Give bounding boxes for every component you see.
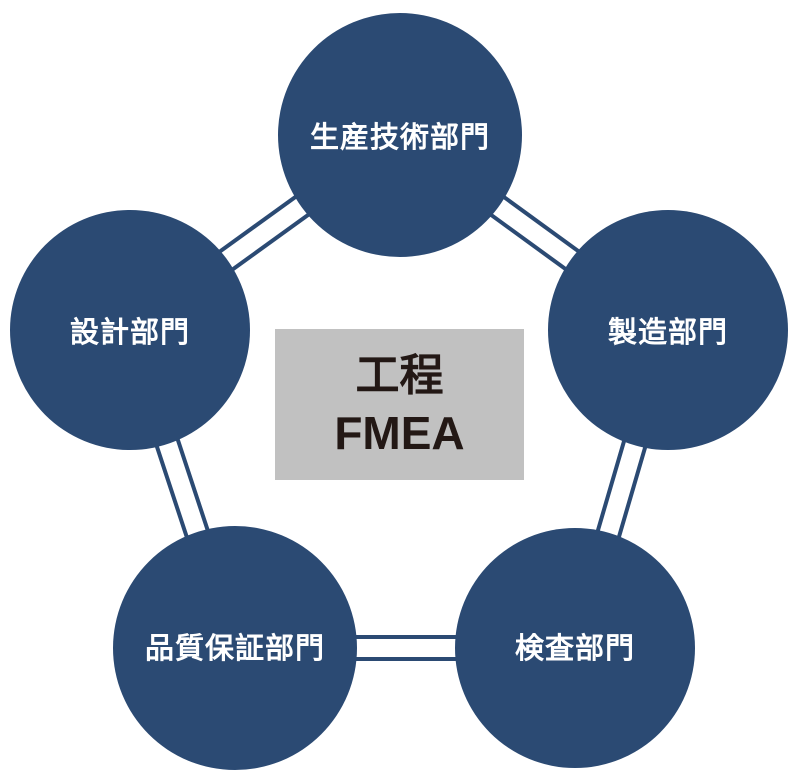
- node-label-top: 生産技術部門: [309, 120, 491, 154]
- node-circle-left: [10, 210, 250, 450]
- center-title-line2: FMEA: [334, 406, 465, 459]
- center-title-line1: 工程: [355, 349, 444, 401]
- node-circle-top: [278, 13, 522, 257]
- node-circle-bottom-right: [455, 528, 695, 768]
- node-circle-right: [548, 210, 788, 450]
- node-label-bottom-right: 検査部門: [514, 631, 636, 665]
- node-circle-bottom-left: [113, 526, 357, 770]
- node-label-bottom-left: 品質保証部門: [144, 631, 326, 665]
- node-label-right: 製造部門: [607, 315, 729, 349]
- node-label-left: 設計部門: [69, 315, 191, 349]
- center-box: 工程 FMEA: [275, 329, 524, 480]
